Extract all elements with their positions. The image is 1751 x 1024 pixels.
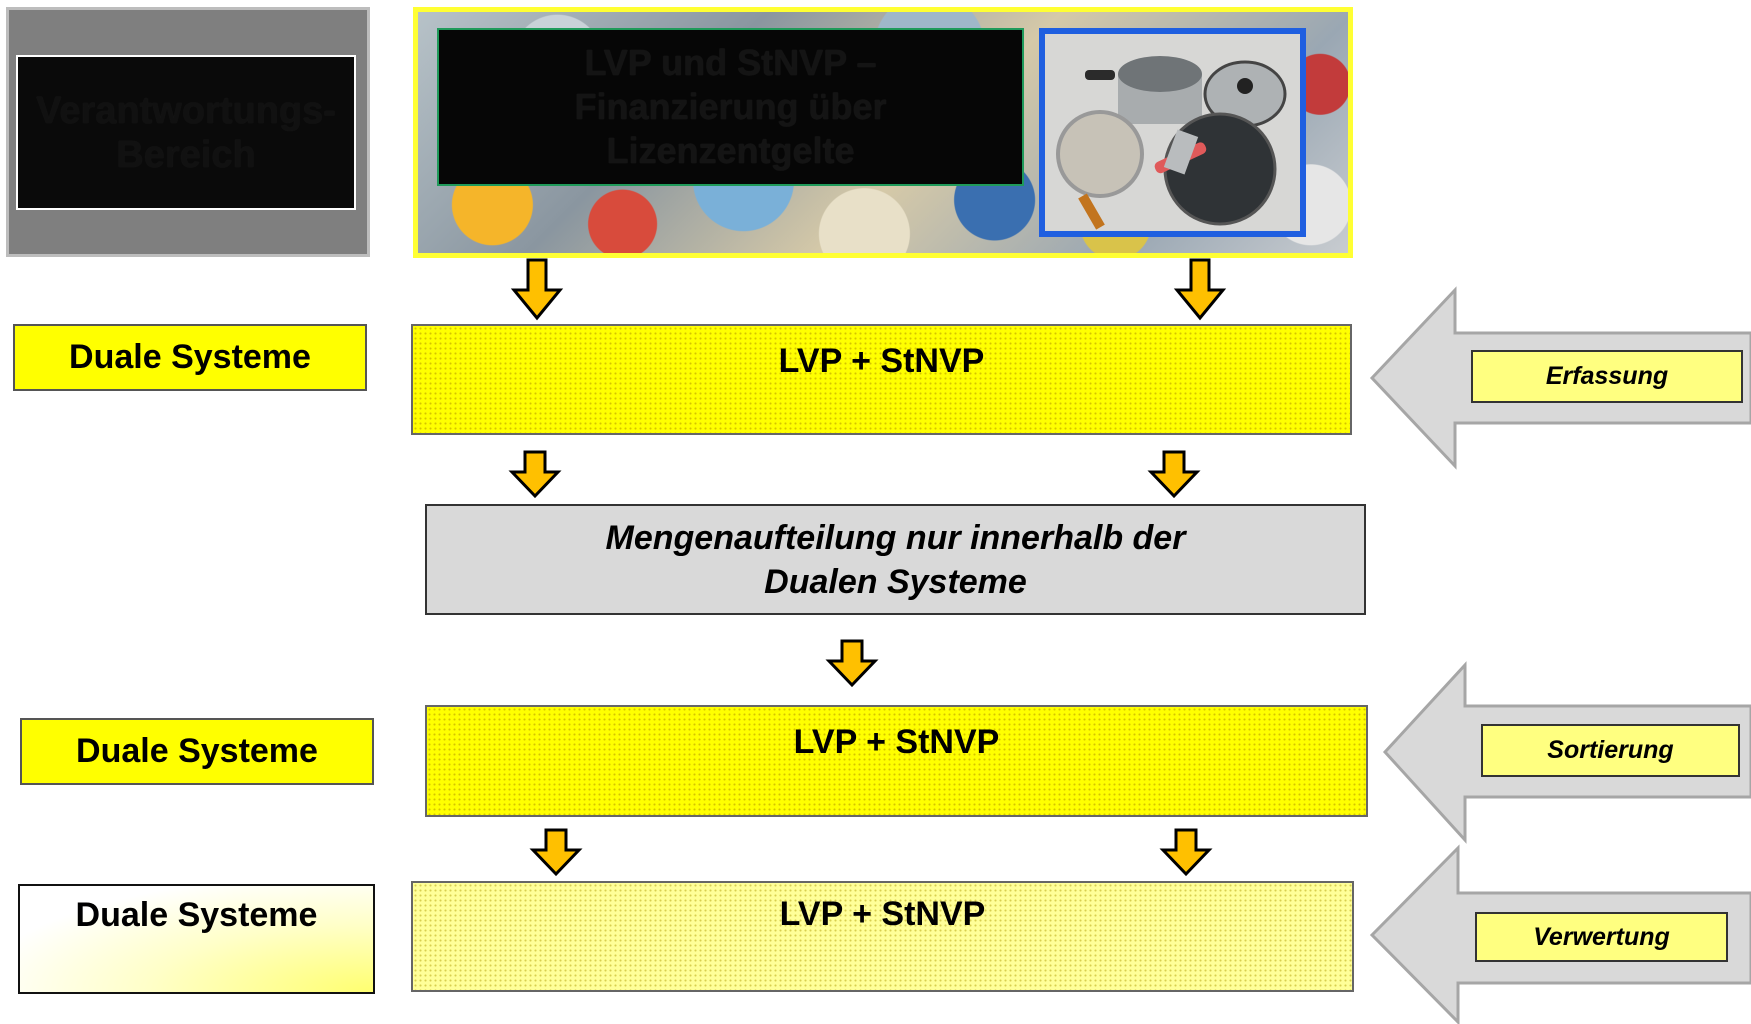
down-arrow-icon [531,828,581,876]
down-arrow-icon [1161,828,1211,876]
process-label-recycling: Verwertung [1475,912,1728,962]
dual-systems-label-2: Duale Systeme [20,718,374,785]
down-arrow-icon [510,450,560,498]
dual-systems-label-1: Duale Systeme [13,324,367,391]
process-label-collection: Erfassung [1471,350,1743,403]
lvp-stnvp-band-collection: LVP + StNVP [411,324,1352,435]
down-arrow-icon [512,258,562,320]
responsibility-title: Verantwortungs- Bereich [36,89,336,176]
lvp-stnvp-band-sorting: LVP + StNVP [425,705,1368,817]
banner-title-box: LVP und StNVP – Finanzierung über Lizenz… [437,28,1024,186]
quantity-split-text: Mengenaufteilung nur innerhalb der Duale… [605,518,1186,601]
down-arrow-icon [827,639,877,687]
down-arrow-icon [1175,258,1225,320]
down-arrow-icon [1149,450,1199,498]
lvp-stnvp-band-recycling: LVP + StNVP [411,881,1354,992]
responsibility-box: Verantwortungs- Bereich [16,55,356,210]
cookware-illustration [1045,34,1300,231]
cookware-photo [1039,28,1306,237]
banner-title: LVP und StNVP – Finanzierung über Lizenz… [574,42,887,171]
process-label-sorting: Sortierung [1481,724,1740,777]
dual-systems-label-3: Duale Systeme [18,884,375,994]
quantity-split-box: Mengenaufteilung nur innerhalb der Duale… [425,504,1366,615]
